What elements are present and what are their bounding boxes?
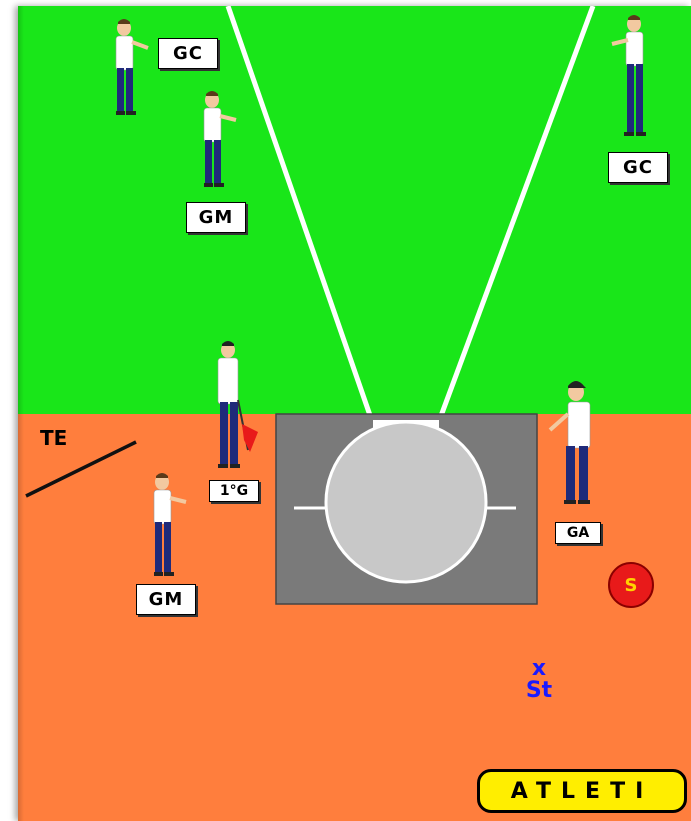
sector-line-right <box>435 6 596 425</box>
tag-gm-top: GM <box>186 202 246 233</box>
throwing-field: GC GM GC 1°G GM GA TE S x St ATLETI <box>18 6 691 821</box>
throwing-circle <box>324 420 488 584</box>
field-drawing <box>25 6 646 605</box>
s-marker: S <box>608 562 654 608</box>
sector-line-left <box>225 6 376 425</box>
st-x-mark: x <box>531 656 547 681</box>
st-label: St <box>525 678 553 703</box>
judge-figure-first <box>217 341 258 468</box>
atleti-logo: ATLETI <box>477 769 687 813</box>
te-label: TE <box>40 426 68 450</box>
te-line <box>25 440 137 498</box>
tag-first-judge: 1°G <box>209 480 259 502</box>
judge-figure-gc-left <box>115 19 149 115</box>
tag-gc-left: GC <box>158 38 218 69</box>
judge-figure-gm-top <box>203 91 237 187</box>
tag-ga: GA <box>555 522 601 544</box>
tag-gm-bottom: GM <box>136 584 196 615</box>
tag-gc-right: GC <box>608 152 668 183</box>
judge-figure-gc-right <box>611 15 646 136</box>
judge-figure-gm-bottom <box>153 473 187 576</box>
st-marker: x St <box>514 658 564 702</box>
judge-figure-ga <box>548 381 591 504</box>
